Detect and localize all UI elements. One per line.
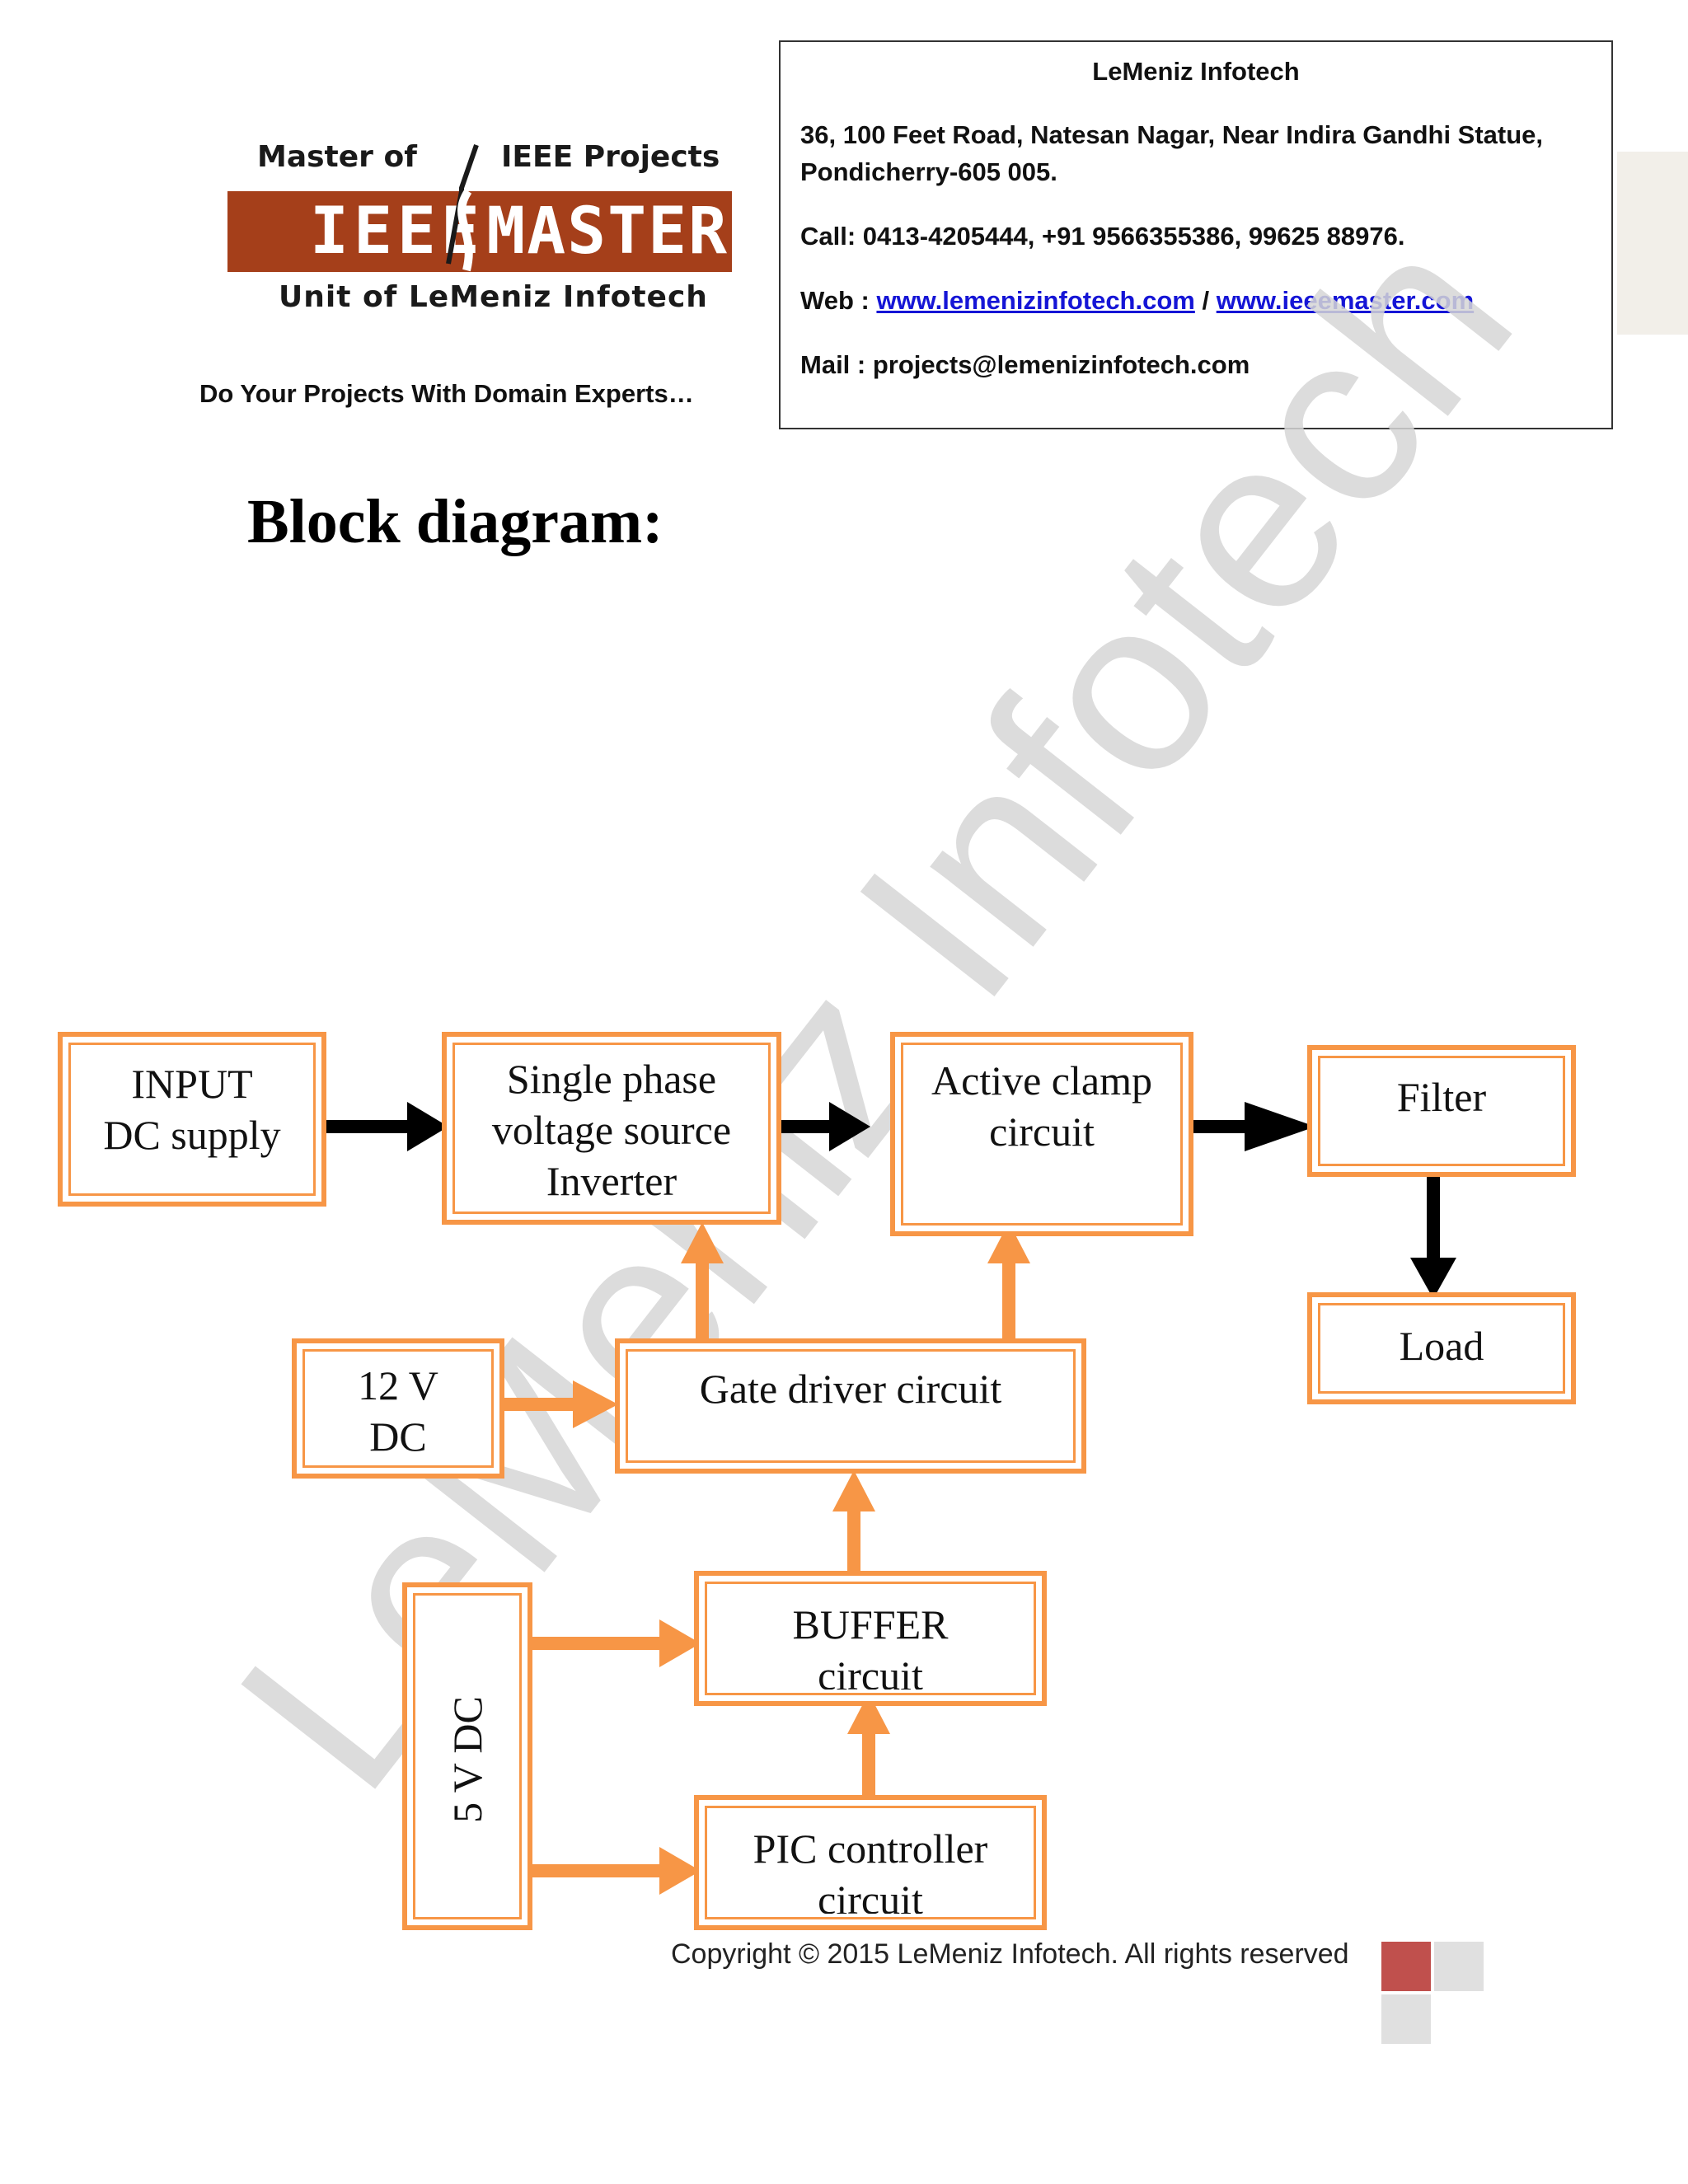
block-input-dc-supply: INPUT DC supply — [58, 1032, 326, 1207]
web-link-ieeemaster[interactable]: www.ieeemaster.com — [1216, 286, 1475, 315]
web-separator: / — [1194, 286, 1217, 315]
block-label-line: 12 V — [358, 1362, 438, 1408]
block-label-line: PIC controller — [753, 1825, 988, 1872]
block-gate-driver-label: Gate driver circuit — [620, 1363, 1081, 1414]
arrow-pic-to-buffer-head — [847, 1693, 890, 1734]
block-gate-driver: Gate driver circuit — [615, 1338, 1086, 1474]
block-label-line: circuit — [818, 1877, 923, 1914]
arrow-input-to-inverter — [321, 1120, 412, 1133]
company-name: LeMeniz Infotech — [1092, 57, 1300, 86]
block-load-label: Load — [1312, 1320, 1571, 1371]
block-pic-controller-label: PIC controller circuit — [699, 1823, 1042, 1914]
logo-band-right-text: MASTER — [486, 194, 729, 269]
arrow-5v-to-buffer — [528, 1637, 668, 1650]
mail-line: Mail : projects@lemenizinfotech.com — [800, 350, 1250, 379]
block-5v-dc-label: 5 V DC — [444, 1696, 490, 1823]
block-label-line: Active clamp — [931, 1057, 1152, 1104]
logo-top-right-text: IEEE Projects — [501, 140, 720, 174]
arrow-pic-to-buffer — [862, 1731, 875, 1797]
block-inverter: Single phase voltage source Inverter — [442, 1032, 781, 1225]
logo-band: IEEE MASTER — [227, 191, 732, 272]
block-pic-controller: PIC controller circuit — [694, 1795, 1047, 1930]
logo-swoosh-icon — [446, 144, 479, 272]
block-label-line: BUFFER — [792, 1601, 949, 1647]
block-label-line: DC — [369, 1413, 427, 1460]
arrow-clamp-to-filter — [1187, 1120, 1250, 1133]
footer-square-red — [1381, 1942, 1431, 1991]
block-label-line: Inverter — [546, 1158, 678, 1204]
arrow-gate-to-clamp — [1002, 1261, 1015, 1340]
block-label-line: circuit — [818, 1652, 923, 1690]
logo-bottom-text: Unit of LeMeniz Infotech — [279, 280, 708, 314]
block-filter-label: Filter — [1312, 1071, 1571, 1122]
arrow-gate-to-inverter-head — [681, 1222, 724, 1263]
web-line: Web : www.lemenizinfotech.com / www.ieee… — [800, 286, 1474, 316]
address-line-1: 36, 100 Feet Road, Natesan Nagar, Near I… — [800, 120, 1544, 149]
arrow-input-to-inverter-head — [407, 1102, 448, 1151]
block-12v-dc-label: 12 V DC — [297, 1360, 499, 1462]
block-5v-dc: 5 V DC — [402, 1582, 532, 1930]
block-label-line: DC supply — [103, 1112, 281, 1158]
block-label-line: Single phase — [506, 1056, 717, 1102]
ieee-master-logo: Master of IEEE Projects IEEE MASTER Unit… — [221, 140, 732, 334]
block-buffer: BUFFER circuit — [694, 1571, 1047, 1706]
web-label: Web : — [800, 286, 877, 315]
web-link-lemeniz[interactable]: www.lemenizinfotech.com — [876, 286, 1195, 315]
block-label-line: INPUT — [131, 1061, 253, 1107]
arrow-5v-to-pic — [528, 1864, 668, 1877]
footer-square-grey — [1381, 1994, 1431, 2044]
page-heading: Block diagram: — [247, 487, 663, 556]
orange-arrows — [502, 1222, 1030, 1895]
arrow-12v-to-gate — [502, 1398, 576, 1411]
arrow-12v-to-gate-head — [573, 1380, 618, 1428]
block-input-dc-supply-label: INPUT DC supply — [63, 1058, 321, 1160]
copyright-text: Copyright © 2015 LeMeniz Infotech. All r… — [671, 1938, 1349, 1970]
block-label-line: voltage source — [491, 1107, 732, 1153]
block-label-line: Filter — [1396, 1074, 1487, 1120]
arrow-inverter-to-clamp-head — [829, 1102, 870, 1151]
block-label-line: circuit — [989, 1108, 1095, 1155]
address-line-2: Pondicherry-605 005. — [800, 157, 1057, 186]
arrow-filter-to-load-head — [1410, 1258, 1456, 1299]
block-label-line: Load — [1399, 1323, 1484, 1369]
arrow-clamp-to-filter-head — [1245, 1102, 1315, 1151]
arrow-buffer-to-gate — [847, 1508, 860, 1572]
block-filter: Filter — [1307, 1045, 1576, 1177]
block-active-clamp: Active clamp circuit — [890, 1032, 1193, 1236]
arrow-5v-to-buffer-head — [659, 1619, 701, 1667]
side-decoration — [1617, 152, 1688, 335]
block-inverter-label: Single phase voltage source Inverter — [447, 1053, 776, 1207]
footer-square-grey — [1434, 1942, 1484, 1991]
arrow-5v-to-pic-head — [659, 1847, 701, 1895]
block-12v-dc: 12 V DC — [292, 1338, 504, 1479]
arrow-filter-to-load — [1427, 1172, 1440, 1264]
black-arrows — [321, 1102, 1456, 1299]
arrow-inverter-to-clamp — [781, 1120, 834, 1133]
block-buffer-label: BUFFER circuit — [699, 1599, 1042, 1690]
tagline: Do Your Projects With Domain Experts… — [199, 379, 694, 408]
block-active-clamp-label: Active clamp circuit — [895, 1055, 1189, 1157]
contact-box: LeMeniz Infotech 36, 100 Feet Road, Nate… — [779, 40, 1613, 429]
phone-numbers: Call: 0413-4205444, +91 9566355386, 9962… — [800, 222, 1405, 251]
arrow-gate-to-clamp-head — [987, 1222, 1030, 1263]
block-label-line: Gate driver circuit — [699, 1366, 1002, 1412]
logo-top-left-text: Master of — [257, 140, 417, 174]
arrow-gate-to-inverter — [696, 1261, 709, 1340]
block-load: Load — [1307, 1292, 1576, 1404]
arrow-buffer-to-gate-head — [832, 1470, 875, 1511]
